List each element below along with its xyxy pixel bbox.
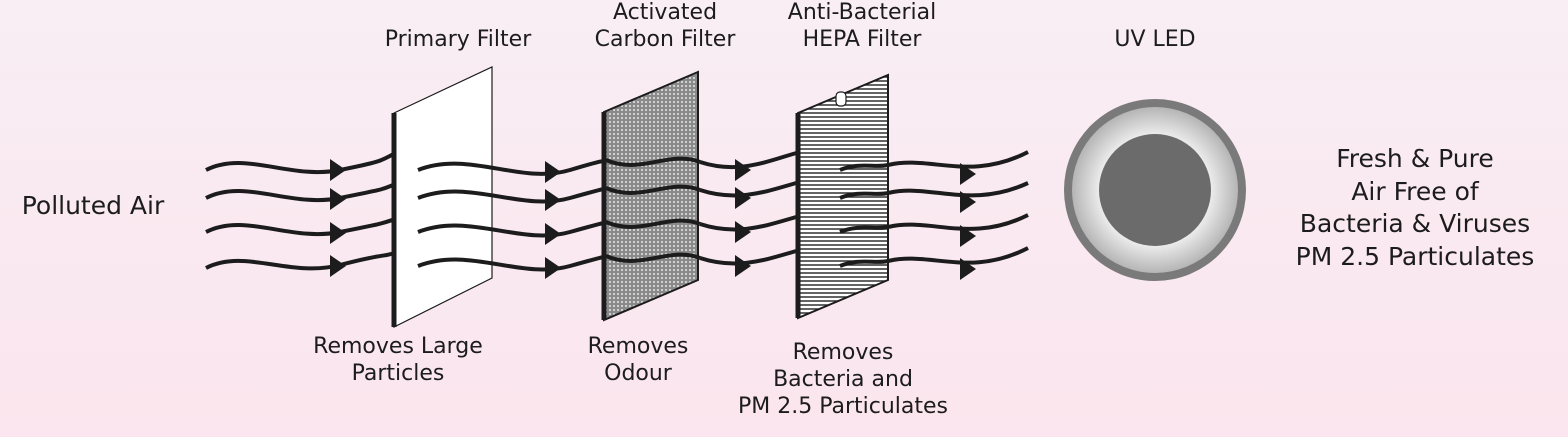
uv-led-lamp xyxy=(1064,99,1246,281)
primary-filter-title: Primary Filter xyxy=(384,27,532,52)
carbon-filter-title: Activated Carbon Filter xyxy=(594,0,736,52)
airflow-polluted xyxy=(205,150,399,271)
carbon-filter-panel xyxy=(601,70,699,322)
airflow-through-hepa xyxy=(839,163,889,268)
uv-led-title: UV LED xyxy=(1114,27,1196,52)
fresh-air-label: Fresh & Pure Air Free of Bacteria & Viru… xyxy=(1295,144,1535,271)
arrowheads-after-hepa xyxy=(960,163,976,280)
hepa-filter-effect: Removes Bacteria and PM 2.5 Particulates xyxy=(737,340,949,419)
arrowheads-polluted xyxy=(330,159,346,277)
primary-filter-panel xyxy=(391,66,493,328)
airflow-after-carbon xyxy=(699,150,801,266)
arrowheads-after-carbon xyxy=(735,159,751,277)
hepa-filter-title: Anti-Bacterial HEPA Filter xyxy=(787,0,937,52)
polluted-air-label: Polluted Air xyxy=(21,191,165,220)
carbon-filter-effect: Removes Odour xyxy=(587,334,689,386)
airflow-through-carbon xyxy=(605,156,701,263)
airflow-after-hepa xyxy=(887,150,1029,265)
arrowheads-after-primary xyxy=(545,161,561,279)
primary-filter-effect: Removes Large Particles xyxy=(313,334,483,386)
